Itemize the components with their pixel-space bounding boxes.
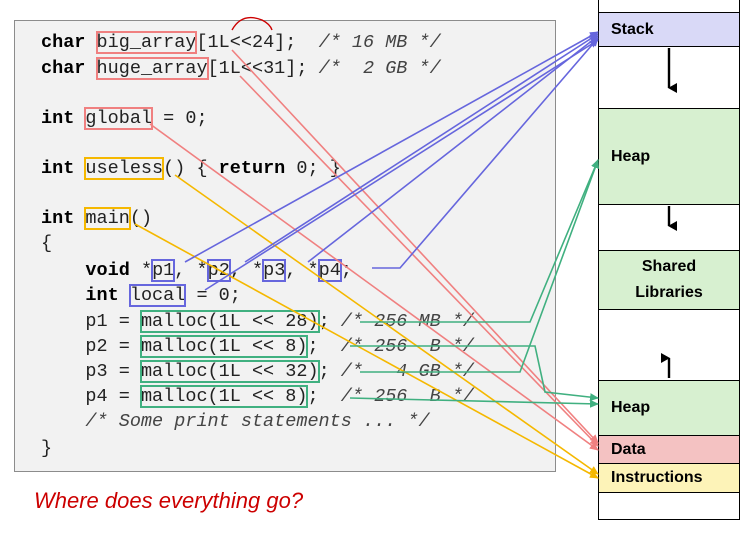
- malloc-call-p3: malloc(1L << 32): [139, 360, 320, 383]
- code-comment: /* 16 MB */: [318, 32, 441, 53]
- code-line-comment: /* Some print statements ... */: [41, 410, 430, 434]
- keyword: int: [41, 208, 75, 229]
- code-line-p4: p4 = malloc(1L << 8); /* 256 B */: [41, 385, 474, 409]
- arrow-useless-to-instructions: [174, 174, 599, 475]
- keyword: int: [41, 158, 75, 179]
- arrow-p1-malloc-to-heap-top: [360, 159, 599, 323]
- malloc-call-p2: malloc(1L << 8): [139, 335, 309, 358]
- segment-label: Data: [611, 440, 646, 458]
- arrow-p3-malloc-to-heap-top: [360, 159, 599, 373]
- arrow-p2-malloc-to-heap-bottom: [350, 345, 599, 402]
- local-name: local: [128, 284, 187, 307]
- code-line-useless: int useless() { return 0; }: [41, 157, 341, 181]
- code-text: p4 =: [85, 386, 141, 407]
- keyword: char: [41, 58, 86, 79]
- p1-name: p1: [151, 259, 176, 282]
- segment-data: Data: [599, 435, 739, 464]
- code-text: p3 =: [85, 361, 141, 382]
- arrow-p4-malloc-to-heap-bottom: [349, 397, 599, 408]
- code-line-global: int global = 0;: [41, 107, 208, 131]
- question-text: Where does everything go?: [34, 488, 304, 513]
- code-line-local: int local = 0;: [41, 284, 241, 308]
- code-comment: /* Some print statements ... */: [85, 411, 430, 432]
- malloc-call-p1: malloc(1L << 28): [139, 310, 320, 333]
- code-text: ;: [307, 386, 319, 407]
- malloc-call-p4: malloc(1L << 8): [139, 385, 309, 408]
- segment-label: Heap: [611, 399, 651, 416]
- segment-heap-top: Heap: [599, 108, 739, 205]
- arrow-p1-to-stack: [184, 31, 599, 263]
- code-text: p2 =: [85, 336, 141, 357]
- arrow-global-to-data: [149, 123, 599, 451]
- segment-instructions: Instructions: [599, 463, 739, 493]
- main-name: main: [84, 207, 131, 230]
- code-line-huge-array: char huge_array[1L<<31]; /* 2 GB */: [41, 57, 441, 81]
- segment-stack: Stack: [599, 12, 739, 47]
- code-open-brace: {: [41, 233, 53, 254]
- keyword: char: [41, 32, 86, 53]
- code-line-big-array: char big_array[1L<<24]; /* 16 MB */: [41, 31, 441, 55]
- code-text: = 0;: [152, 108, 208, 129]
- keyword: int: [85, 285, 119, 306]
- arrow-local-to-stack: [204, 39, 599, 291]
- keyword: return: [218, 158, 286, 179]
- arrow-p2-to-stack: [244, 33, 599, 263]
- big-array-name: big_array: [95, 31, 198, 54]
- keyword: int: [41, 108, 75, 129]
- code-text: = 0;: [185, 285, 241, 306]
- useless-name: useless: [84, 157, 165, 180]
- code-text: ;: [318, 311, 330, 332]
- code-text: [1L<<31];: [207, 58, 308, 79]
- code-text: p1 =: [85, 311, 141, 332]
- code-text: 0; }: [285, 158, 341, 179]
- segment-label: Stack: [611, 20, 654, 38]
- code-panel: char big_array[1L<<24]; /* 16 MB */ char…: [14, 20, 556, 472]
- arrow-p3-to-stack: [307, 35, 599, 263]
- segment-label: Heap: [611, 147, 651, 165]
- huge-array-name: huge_array: [95, 57, 209, 80]
- arrow-p4-to-stack: [372, 37, 599, 269]
- p4-name: p4: [317, 259, 342, 282]
- code-close-brace: }: [41, 438, 53, 459]
- segment-shared-libraries: Shared Libraries: [599, 250, 739, 310]
- code-text: [1L<<24];: [196, 32, 297, 53]
- segment-heap-bottom: Heap: [599, 380, 739, 436]
- global-name: global: [84, 107, 154, 130]
- code-text: () {: [163, 158, 219, 179]
- arrow-big-array-to-data: [231, 49, 599, 444]
- segment-label: Instructions: [611, 469, 703, 486]
- arrow-main-to-instructions: [134, 223, 599, 479]
- p3-name: p3: [262, 259, 287, 282]
- code-line-p1: p1 = malloc(1L << 28); /* 256 MB */: [41, 310, 474, 334]
- arrow-huge-array-to-data: [239, 75, 599, 447]
- code-text: ;: [318, 361, 330, 382]
- code-text: ;: [307, 336, 319, 357]
- segment-label: Shared Libraries: [635, 258, 703, 301]
- annotation-squiggle: [231, 16, 273, 31]
- code-comment: /* 2 GB */: [318, 58, 441, 79]
- keyword: void: [85, 260, 130, 281]
